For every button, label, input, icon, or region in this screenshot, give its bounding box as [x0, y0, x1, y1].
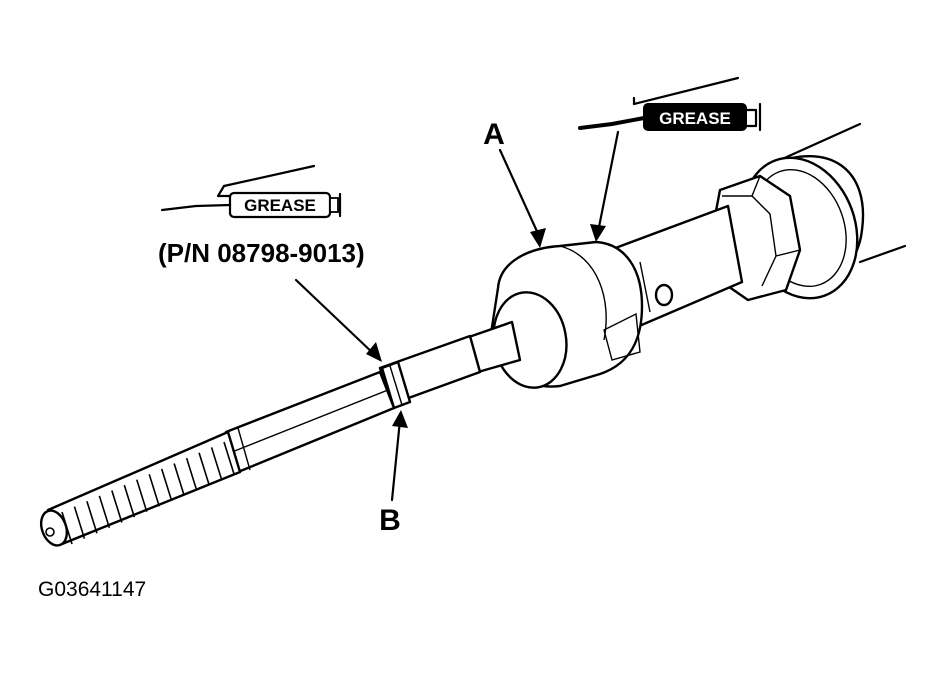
ball-joint-housing [488, 240, 644, 389]
thread-mark [98, 495, 111, 529]
thread-mark [185, 457, 198, 491]
callout-b-label: B [379, 504, 401, 537]
thread-mark [73, 506, 86, 539]
thread-mark [210, 447, 223, 480]
tie-rod [39, 320, 522, 547]
figure-id-label: G03641147 [38, 578, 146, 601]
part-number-label: (P/N 08798-9013) [158, 238, 365, 268]
thread-mark [148, 474, 160, 507]
thread-mark [160, 468, 173, 502]
leader-lines [294, 130, 620, 502]
thread-mark [123, 484, 136, 518]
grease-label: GREASE [659, 109, 731, 128]
callout-a-label: A [483, 118, 505, 151]
thread-mark [86, 500, 98, 534]
grease-label: GREASE [244, 196, 316, 215]
thread-mark [173, 463, 185, 496]
thread-mark [111, 490, 123, 523]
grease-tube-right: GREASE [578, 76, 762, 132]
thread-marks [61, 441, 235, 545]
thread-mark [136, 479, 148, 512]
thread-mark [223, 441, 235, 475]
thread-mark [198, 452, 210, 486]
grease-tube-left: GREASE [160, 164, 342, 219]
thread-mark [61, 511, 73, 545]
